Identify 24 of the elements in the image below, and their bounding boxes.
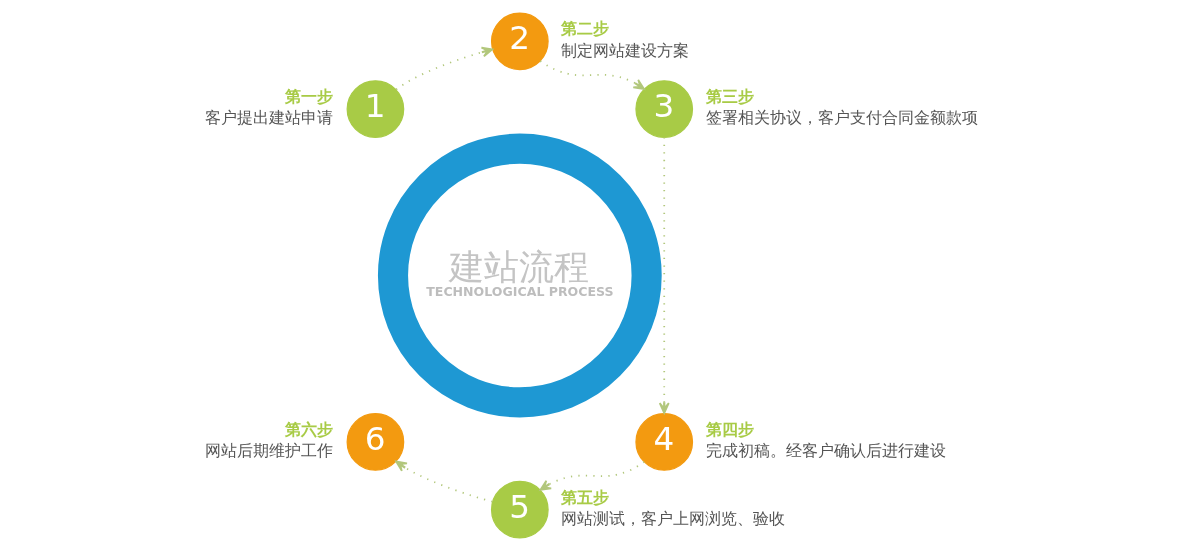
node-label: 网站后期维护工作	[204, 441, 333, 461]
arrow	[538, 460, 645, 491]
arrow	[538, 60, 645, 91]
node-circle: 6	[346, 413, 404, 471]
node-label: 第三步	[705, 87, 754, 107]
node-label: 签署相关协议，客户支付合同金额款项	[705, 108, 978, 128]
node-circle: 建站流程 TECHNOLOGICAL PROCESS	[377, 133, 662, 418]
node-label: 客户提出建站申请	[204, 108, 333, 128]
node-label: 制定网站建设方案	[560, 40, 689, 60]
node-circle: 4	[634, 413, 693, 471]
node-label: 第四步	[705, 419, 754, 439]
arrow	[394, 46, 493, 91]
node-circle: 2	[490, 12, 549, 71]
node-circle: 3	[634, 80, 693, 138]
node-label: 第一步	[284, 87, 333, 107]
node-label: 完成初稿。经客户确认后进行建设	[705, 441, 946, 461]
node-circle: 1	[346, 80, 404, 138]
node-label: 第六步	[284, 419, 333, 439]
arrow	[658, 136, 670, 415]
arrow	[394, 460, 493, 503]
node-label: 第五步	[560, 487, 609, 507]
node-label: 网站测试，客户上网浏览、验收	[560, 509, 785, 528]
node-circle: 5	[490, 480, 549, 539]
node-label: 第二步	[560, 19, 609, 39]
